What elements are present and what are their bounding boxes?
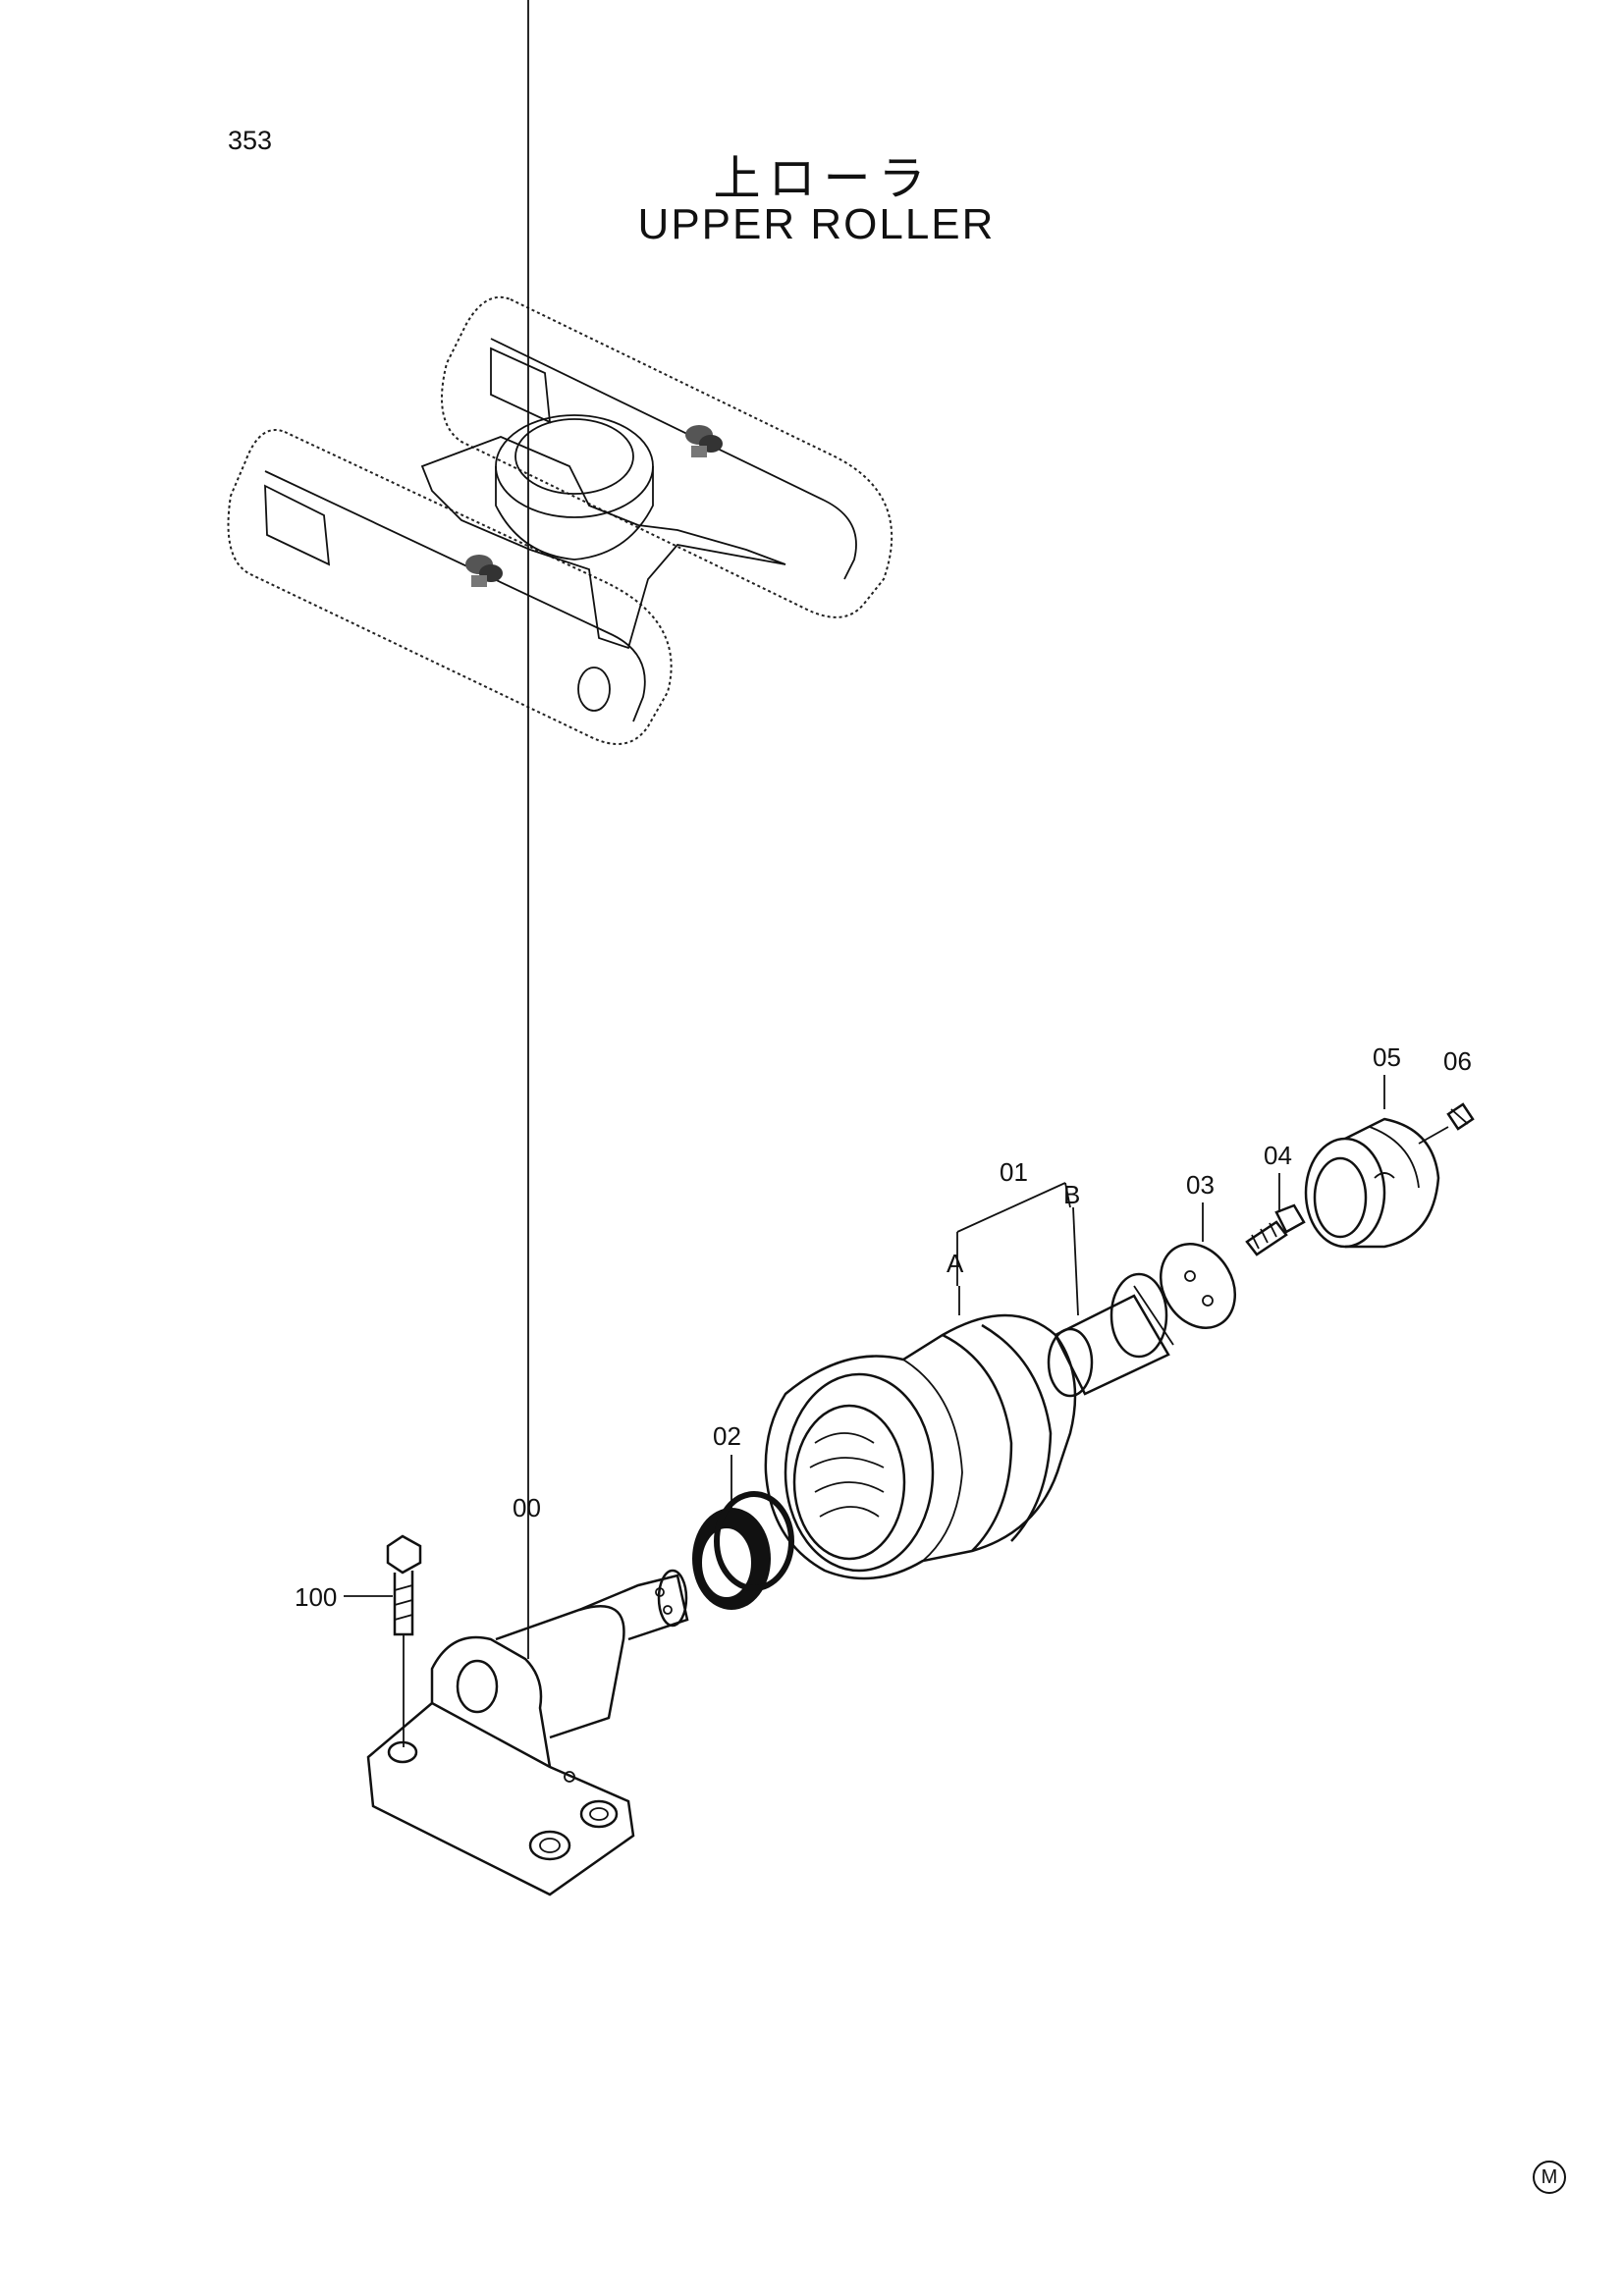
part-00-bracket: [366, 1569, 689, 1896]
corner-mark: M: [1533, 2161, 1566, 2194]
callout-05: 05: [1373, 1042, 1401, 1072]
part-01-bushing: [1047, 1272, 1174, 1398]
callout-a: A: [947, 1249, 964, 1278]
page-number: 353: [228, 126, 273, 155]
callout-b: B: [1063, 1180, 1080, 1209]
undercarriage-overview: [227, 295, 893, 745]
callout-03: 03: [1186, 1170, 1215, 1200]
part-06-plug: [1446, 1102, 1475, 1131]
callout-00: 00: [513, 1493, 541, 1522]
part-03-plate: [1160, 1243, 1236, 1329]
part-01-roller: [764, 1313, 1077, 1580]
title-japanese: 上ローラ: [713, 151, 934, 206]
title-english: UPPER ROLLER: [637, 200, 996, 248]
callout-06: 06: [1443, 1046, 1472, 1076]
callout-01: 01: [1000, 1157, 1028, 1187]
roller-marker-front: [465, 555, 503, 587]
callout-02: 02: [713, 1421, 741, 1451]
roller-marker-rear: [685, 425, 723, 457]
callout-04: 04: [1264, 1141, 1292, 1170]
part-04-screw: [1245, 1203, 1306, 1256]
part-02-seal: [692, 1491, 794, 1610]
callout-100: 100: [295, 1582, 337, 1612]
part-100-bolt: [386, 1534, 422, 1747]
part-05-cover: [1304, 1117, 1440, 1249]
leader-lines: [344, 0, 1449, 1659]
